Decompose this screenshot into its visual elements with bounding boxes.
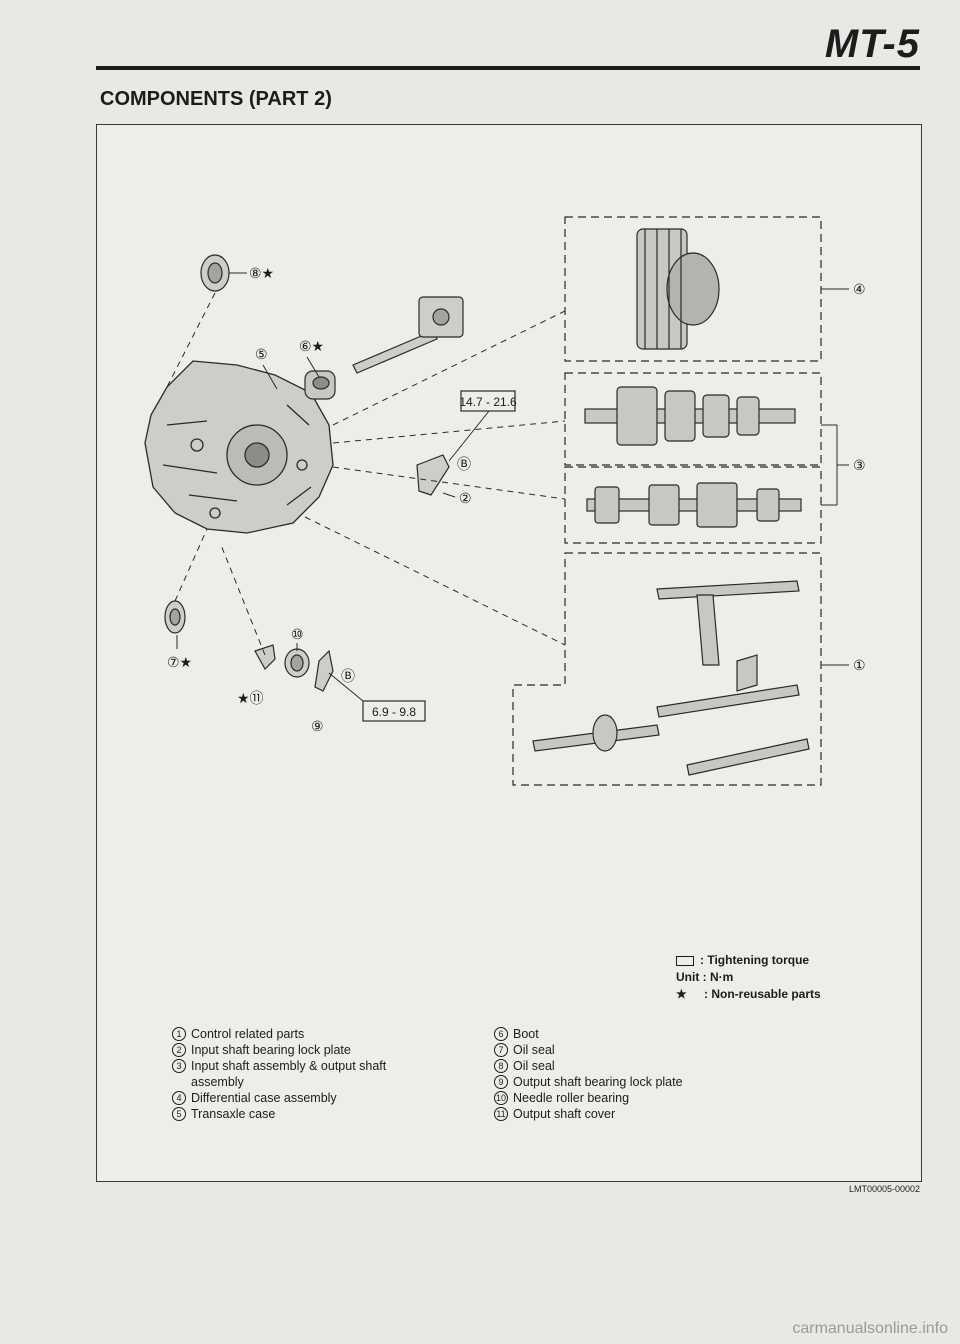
- callout-3: ③: [853, 457, 866, 473]
- part-label-continuation: assembly: [191, 1075, 244, 1089]
- legend-unit-label: Unit : N·m: [676, 970, 734, 984]
- parts-list-item: 10 Needle roller bearing: [494, 1090, 683, 1106]
- shift-rod-drawing: [352, 296, 464, 374]
- parts-list-item: 7 Oil seal: [494, 1042, 683, 1058]
- torque-value-upper: 14.7 - 21.6: [459, 395, 517, 409]
- callout-2: ②: [459, 490, 472, 506]
- part-label: Output shaft bearing lock plate: [513, 1075, 683, 1089]
- control-box: [512, 552, 822, 786]
- part-label: Control related parts: [191, 1027, 305, 1041]
- legend-nonreusable-label: : Non-reusable parts: [704, 987, 821, 1001]
- part-label: Transaxle case: [191, 1107, 276, 1121]
- oil-seal-8-drawing: [200, 254, 230, 292]
- callout-1: ①: [853, 657, 866, 673]
- legend-torque-label: : Tightening torque: [700, 953, 810, 967]
- part-label: Output shaft cover: [513, 1107, 616, 1121]
- control-parts-drawing: [532, 580, 810, 776]
- parts-list-item: 11 Output shaft cover: [494, 1106, 683, 1122]
- page-title: COMPONENTS (PART 2): [100, 88, 332, 110]
- shaft-box-upper: [564, 372, 822, 466]
- callout-5: ⑤: [255, 346, 268, 362]
- part-number: 10: [494, 1091, 508, 1105]
- part-label: Oil seal: [513, 1043, 555, 1057]
- part-number: 4: [172, 1091, 186, 1105]
- torque-value-lower: 6.9 - 9.8: [372, 705, 416, 719]
- parts-list-item: 4 Differential case assembly: [172, 1090, 386, 1106]
- exploded-view-diagram: 14.7 - 21.6 6.9 - 9.8 ⑧★ ④ ③ ① ⑤ ⑥★ ② Ⓑ …: [144, 216, 866, 786]
- part-number: 1: [172, 1027, 186, 1041]
- part-label: Differential case assembly: [191, 1091, 337, 1105]
- parts-list-item: 3 Input shaft assembly & output shaft: [172, 1058, 386, 1074]
- parts-list-item: 1 Control related parts: [172, 1026, 386, 1042]
- part-number: 3: [172, 1059, 186, 1073]
- parts-list-left: 1 Control related parts 2 Input shaft bear…: [172, 1026, 386, 1122]
- part-label: Boot: [513, 1027, 539, 1041]
- transaxle-case-drawing: [144, 360, 334, 534]
- part-label: Oil seal: [513, 1059, 555, 1073]
- part-number: 9: [494, 1075, 508, 1089]
- header-rule: [96, 66, 920, 70]
- callout-11: ★⑪: [237, 690, 264, 706]
- part-number: 6: [494, 1027, 508, 1041]
- output-shaft-cover-11-drawing: [254, 644, 276, 670]
- legend-row-torque: : Tightening torque: [676, 952, 821, 969]
- legend-row-unit: Unit : N·m: [676, 969, 821, 986]
- parts-list-item: 9 Output shaft bearing lock plate: [494, 1074, 683, 1090]
- callout-6: ⑥★: [299, 338, 324, 354]
- parts-list-item: 6 Boot: [494, 1026, 683, 1042]
- legend-row-nonreusable: ★ : Non-reusable parts: [676, 986, 821, 1003]
- output-shaft-drawing: [586, 482, 802, 528]
- watermark: carmanualsonline.info: [792, 1320, 948, 1337]
- part-number: 7: [494, 1043, 508, 1057]
- lock-plate-9-drawing: [314, 649, 334, 692]
- legend: : Tightening torque Unit : N·m ★ : Non-r…: [676, 952, 821, 1003]
- callout-4: ④: [853, 281, 866, 297]
- callout-8: ⑧★: [249, 265, 274, 281]
- differential-drawing: [636, 228, 720, 350]
- part-label: Input shaft assembly & output shaft: [191, 1059, 387, 1073]
- part-label: Input shaft bearing lock plate: [191, 1043, 351, 1057]
- part-number: 8: [494, 1059, 508, 1073]
- callout-bolt-b-lower: Ⓑ: [341, 668, 355, 684]
- page-number: MT-5: [824, 22, 920, 66]
- input-shaft-drawing: [584, 386, 796, 446]
- part-number: 2: [172, 1043, 186, 1057]
- needle-bearing-10-drawing: [284, 648, 310, 678]
- figure-code: LMT00005-00002: [848, 1184, 920, 1194]
- callout-10: ⑩: [291, 626, 304, 642]
- parts-list-item: 5 Transaxle case: [172, 1106, 386, 1122]
- torque-box-upper: 14.7 - 21.6: [459, 390, 517, 412]
- lock-plate-2-drawing: [416, 454, 450, 496]
- star-icon: ★: [676, 987, 687, 1001]
- torque-box-icon: [676, 955, 694, 966]
- callout-7: ⑦★: [167, 654, 192, 670]
- boot-6-drawing: [304, 370, 336, 400]
- part-number: 11: [494, 1107, 508, 1121]
- part-number: 5: [172, 1107, 186, 1121]
- callout-bolt-b-upper: Ⓑ: [457, 456, 471, 472]
- parts-list-item: 2 Input shaft bearing lock plate: [172, 1042, 386, 1058]
- torque-box-lower: 6.9 - 9.8: [362, 700, 426, 722]
- oil-seal-7-drawing: [164, 600, 186, 634]
- part-label: Needle roller bearing: [513, 1091, 630, 1105]
- callout-9: ⑨: [311, 718, 324, 734]
- diagram-frame: 14.7 - 21.6 6.9 - 9.8 ⑧★ ④ ③ ① ⑤ ⑥★ ② Ⓑ …: [96, 124, 922, 1182]
- parts-list-item: 8 Oil seal: [494, 1058, 683, 1074]
